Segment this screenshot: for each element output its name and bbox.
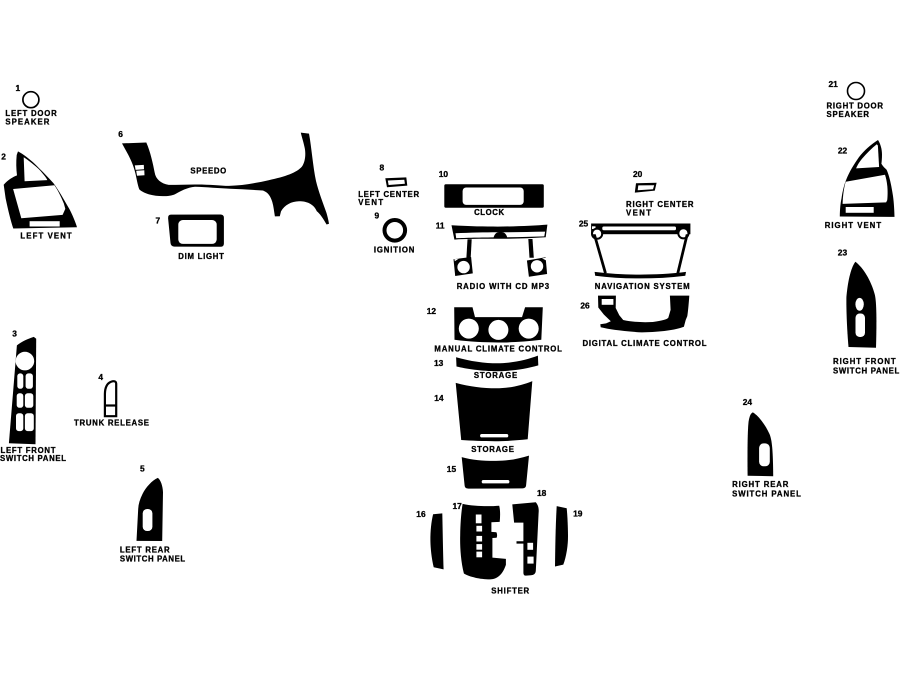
svg-text:STORAGE: STORAGE — [474, 371, 517, 380]
svg-text:STORAGE: STORAGE — [471, 445, 514, 454]
svg-text:23: 23 — [838, 248, 848, 258]
svg-text:MANUAL CLIMATE CONTROL: MANUAL CLIMATE CONTROL — [434, 344, 562, 353]
svg-text:TRUNK RELEASE: TRUNK RELEASE — [74, 419, 149, 428]
svg-text:3: 3 — [12, 329, 17, 339]
svg-text:13: 13 — [434, 358, 444, 368]
svg-text:8: 8 — [380, 163, 385, 173]
svg-text:IGNITION: IGNITION — [374, 245, 415, 254]
svg-text:19: 19 — [573, 509, 583, 519]
svg-text:LEFT REAR: LEFT REAR — [120, 545, 170, 554]
svg-text:SPEEDO: SPEEDO — [190, 166, 226, 175]
svg-text:21: 21 — [829, 79, 839, 89]
svg-text:12: 12 — [427, 306, 437, 316]
svg-text:11: 11 — [436, 221, 445, 231]
svg-text:SWITCH PANEL: SWITCH PANEL — [732, 489, 801, 498]
svg-text:LEFT VENT: LEFT VENT — [20, 231, 72, 240]
svg-text:VENT: VENT — [358, 198, 383, 207]
svg-text:SPEAKER: SPEAKER — [827, 110, 870, 119]
svg-text:RIGHT REAR: RIGHT REAR — [732, 480, 789, 489]
svg-text:18: 18 — [537, 488, 547, 498]
svg-text:SWITCH PANEL: SWITCH PANEL — [0, 454, 66, 463]
svg-text:1: 1 — [16, 83, 21, 93]
svg-text:RIGHT DOOR: RIGHT DOOR — [827, 101, 884, 110]
svg-text:NAVIGATION SYSTEM: NAVIGATION SYSTEM — [595, 282, 690, 291]
svg-text:LEFT FRONT: LEFT FRONT — [1, 446, 56, 455]
svg-text:5: 5 — [140, 464, 145, 474]
svg-text:RADIO WITH CD MP3: RADIO WITH CD MP3 — [457, 282, 550, 291]
svg-text:24: 24 — [743, 397, 753, 407]
svg-text:DIGITAL CLIMATE CONTROL: DIGITAL CLIMATE CONTROL — [583, 339, 707, 348]
svg-text:10: 10 — [439, 169, 449, 179]
svg-text:14: 14 — [434, 393, 444, 403]
svg-text:SHIFTER: SHIFTER — [491, 587, 529, 596]
svg-text:CLOCK: CLOCK — [474, 208, 504, 217]
svg-text:VENT: VENT — [626, 208, 651, 217]
svg-text:DIM LIGHT: DIM LIGHT — [178, 252, 224, 261]
svg-text:7: 7 — [156, 215, 161, 225]
svg-text:25: 25 — [579, 218, 589, 228]
svg-text:22: 22 — [838, 145, 848, 155]
svg-text:RIGHT CENTER: RIGHT CENTER — [626, 200, 694, 209]
svg-text:RIGHT FRONT: RIGHT FRONT — [833, 357, 896, 366]
svg-text:6: 6 — [118, 129, 123, 139]
svg-text:SWITCH PANEL: SWITCH PANEL — [833, 367, 900, 376]
svg-text:15: 15 — [447, 464, 457, 474]
svg-text:26: 26 — [580, 300, 590, 310]
svg-text:9: 9 — [375, 211, 380, 221]
svg-text:SPEAKER: SPEAKER — [5, 117, 49, 126]
svg-text:LEFT CENTER: LEFT CENTER — [358, 190, 419, 199]
svg-text:LEFT DOOR: LEFT DOOR — [5, 109, 57, 118]
svg-text:RIGHT VENT: RIGHT VENT — [825, 221, 882, 230]
svg-text:SWITCH PANEL: SWITCH PANEL — [120, 554, 186, 563]
svg-text:2: 2 — [1, 152, 6, 162]
svg-text:17: 17 — [453, 501, 463, 511]
svg-text:4: 4 — [98, 372, 103, 382]
svg-text:20: 20 — [633, 169, 643, 179]
svg-text:16: 16 — [416, 509, 426, 519]
